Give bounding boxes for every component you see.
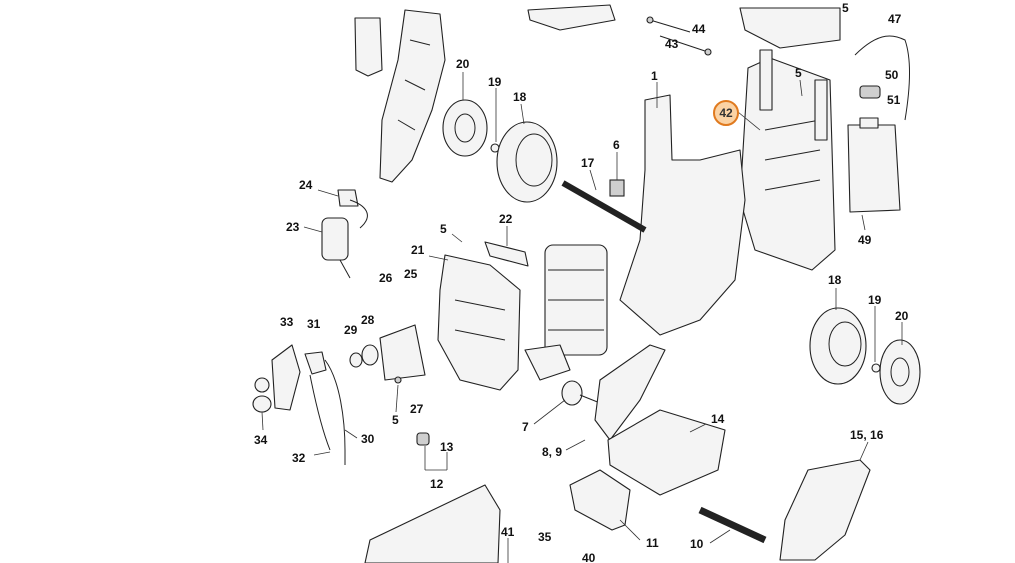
label-32: 32 (292, 451, 306, 465)
label-18-top: 18 (513, 90, 527, 104)
label-14: 14 (711, 412, 725, 426)
label-8-9: 8, 9 (542, 445, 562, 459)
washer-part-right (871, 363, 881, 373)
label-47: 47 (888, 12, 902, 26)
main-body-part (619, 94, 746, 336)
label-10: 10 (690, 537, 704, 551)
label-49: 49 (858, 233, 872, 247)
label-19-right: 19 (868, 293, 882, 307)
label-20-right: 20 (895, 309, 909, 323)
label-42: 42 (719, 106, 733, 120)
connector-part (416, 432, 430, 446)
pump-head-part (524, 344, 571, 381)
label-21: 21 (411, 243, 425, 257)
callout-labels: 44 43 5 47 50 51 20 19 18 1 5 6 17 24 23… (254, 1, 909, 563)
tube-part-32 (309, 374, 331, 451)
clip-part (609, 179, 625, 197)
label-24: 24 (299, 178, 313, 192)
label-7: 7 (522, 420, 529, 434)
label-34: 34 (254, 433, 268, 447)
side-cover-part (354, 9, 446, 183)
label-43: 43 (665, 37, 679, 51)
label-26: 26 (379, 271, 393, 285)
label-33: 33 (280, 315, 294, 329)
support-arm-part (594, 344, 666, 441)
label-41: 41 (501, 525, 515, 539)
label-27: 27 (410, 402, 424, 416)
capacitor-part (321, 217, 349, 261)
label-5d: 5 (392, 413, 399, 427)
foot-part (779, 459, 871, 561)
rod-part (698, 506, 767, 544)
highlighted-callout[interactable]: 42 (713, 100, 739, 126)
label-51: 51 (887, 93, 901, 107)
leader-lines (261, 72, 903, 563)
hubcap-part-top (442, 99, 488, 157)
label-22: 22 (499, 212, 513, 226)
label-5c: 5 (440, 222, 447, 236)
pump-housing-part (437, 254, 521, 391)
label-35: 35 (538, 530, 552, 544)
label-5b: 5 (795, 66, 802, 80)
bracket-part (484, 241, 529, 267)
hubcap-part-right (879, 339, 921, 405)
tank-part (847, 124, 901, 213)
wheel-part-top (496, 121, 558, 203)
base-frame-part (607, 409, 726, 496)
axle-part (561, 180, 647, 233)
label-17: 17 (581, 156, 595, 170)
label-6: 6 (613, 138, 620, 152)
switch-part (337, 189, 359, 207)
label-18-right: 18 (828, 273, 842, 287)
wheel-part-right (809, 307, 867, 385)
label-23: 23 (286, 220, 300, 234)
screw-pair-part (646, 16, 712, 56)
tube-part-30 (324, 359, 346, 465)
label-19-top: 19 (488, 75, 502, 89)
label-20-top: 20 (456, 57, 470, 71)
handle-part (739, 7, 841, 49)
bottom-cover-part (364, 484, 501, 563)
rear-frame-part (739, 49, 836, 271)
valve-cluster-part (252, 324, 426, 413)
label-31: 31 (307, 317, 321, 331)
highlight-circle (713, 100, 739, 126)
label-28: 28 (361, 313, 375, 327)
label-44: 44 (692, 22, 706, 36)
label-25: 25 (404, 267, 418, 281)
label-13: 13 (440, 440, 454, 454)
label-11: 11 (646, 536, 659, 550)
label-15-16: 15, 16 (850, 428, 884, 442)
label-50: 50 (885, 68, 899, 82)
label-30: 30 (361, 432, 375, 446)
top-cover-part (527, 4, 616, 31)
label-5a: 5 (842, 1, 849, 15)
label-29: 29 (344, 323, 358, 337)
motor-part (544, 244, 608, 356)
hose-part (854, 35, 910, 121)
cap-part (859, 85, 881, 99)
label-1: 1 (651, 69, 658, 83)
label-12: 12 (430, 477, 444, 491)
label-40: 40 (582, 551, 596, 563)
